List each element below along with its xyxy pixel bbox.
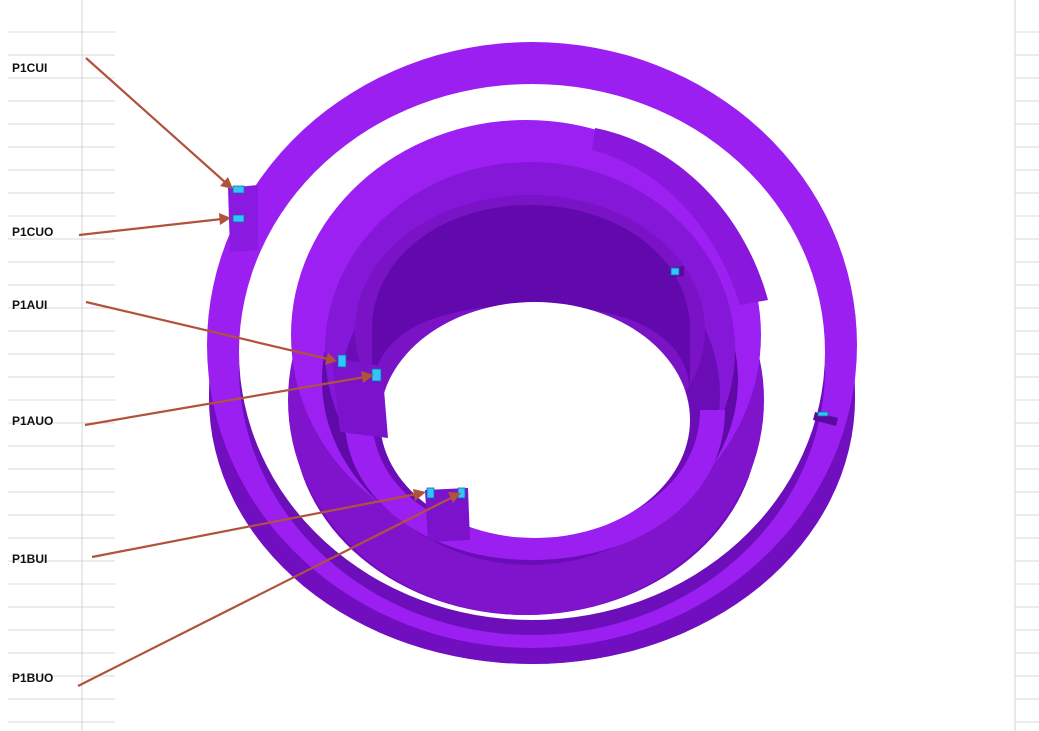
arrow-p1bui (91, 489, 426, 559)
label-p1aui: P1AUI (12, 298, 47, 312)
arrow-p1auo (84, 371, 374, 427)
mount-block-b (425, 488, 470, 542)
spreadsheet-grid (8, 0, 1039, 731)
inner-ring (340, 195, 725, 565)
label-p1cuo: P1CUO (12, 225, 53, 239)
arrow-p1cuo (78, 213, 231, 237)
label-p1buo: P1BUO (12, 671, 53, 685)
label-p1auo: P1AUO (12, 414, 53, 428)
label-p1cui: P1CUI (12, 61, 47, 75)
inner-ring-bore-wall (372, 205, 690, 395)
sensor-markers (232, 185, 829, 499)
sensor-right-middle-marker (670, 267, 680, 276)
arrow-p1aui (85, 300, 337, 365)
inner-ring-bore-opening (380, 302, 690, 538)
arrow-p1cui (85, 57, 233, 189)
label-p1bui: P1BUI (12, 552, 47, 566)
sensor-p1cui-marker (232, 185, 245, 194)
sensor-p1aui-marker (337, 354, 347, 368)
sensor-labels: P1CUI P1CUO P1AUI P1AUO P1BUI P1BUO (12, 61, 53, 685)
grid-rows-left (8, 31, 115, 723)
middle-ring-raised-step (592, 128, 768, 305)
grid-rows-right (1015, 31, 1039, 723)
sensor-right-outer-marker (817, 411, 829, 417)
arrow-p1buo (77, 492, 461, 687)
sensor-p1bui-marker (426, 487, 435, 499)
sensor-p1cuo-marker (232, 214, 245, 223)
sensor-mount-blocks (228, 185, 838, 542)
callout-arrows (77, 57, 461, 687)
